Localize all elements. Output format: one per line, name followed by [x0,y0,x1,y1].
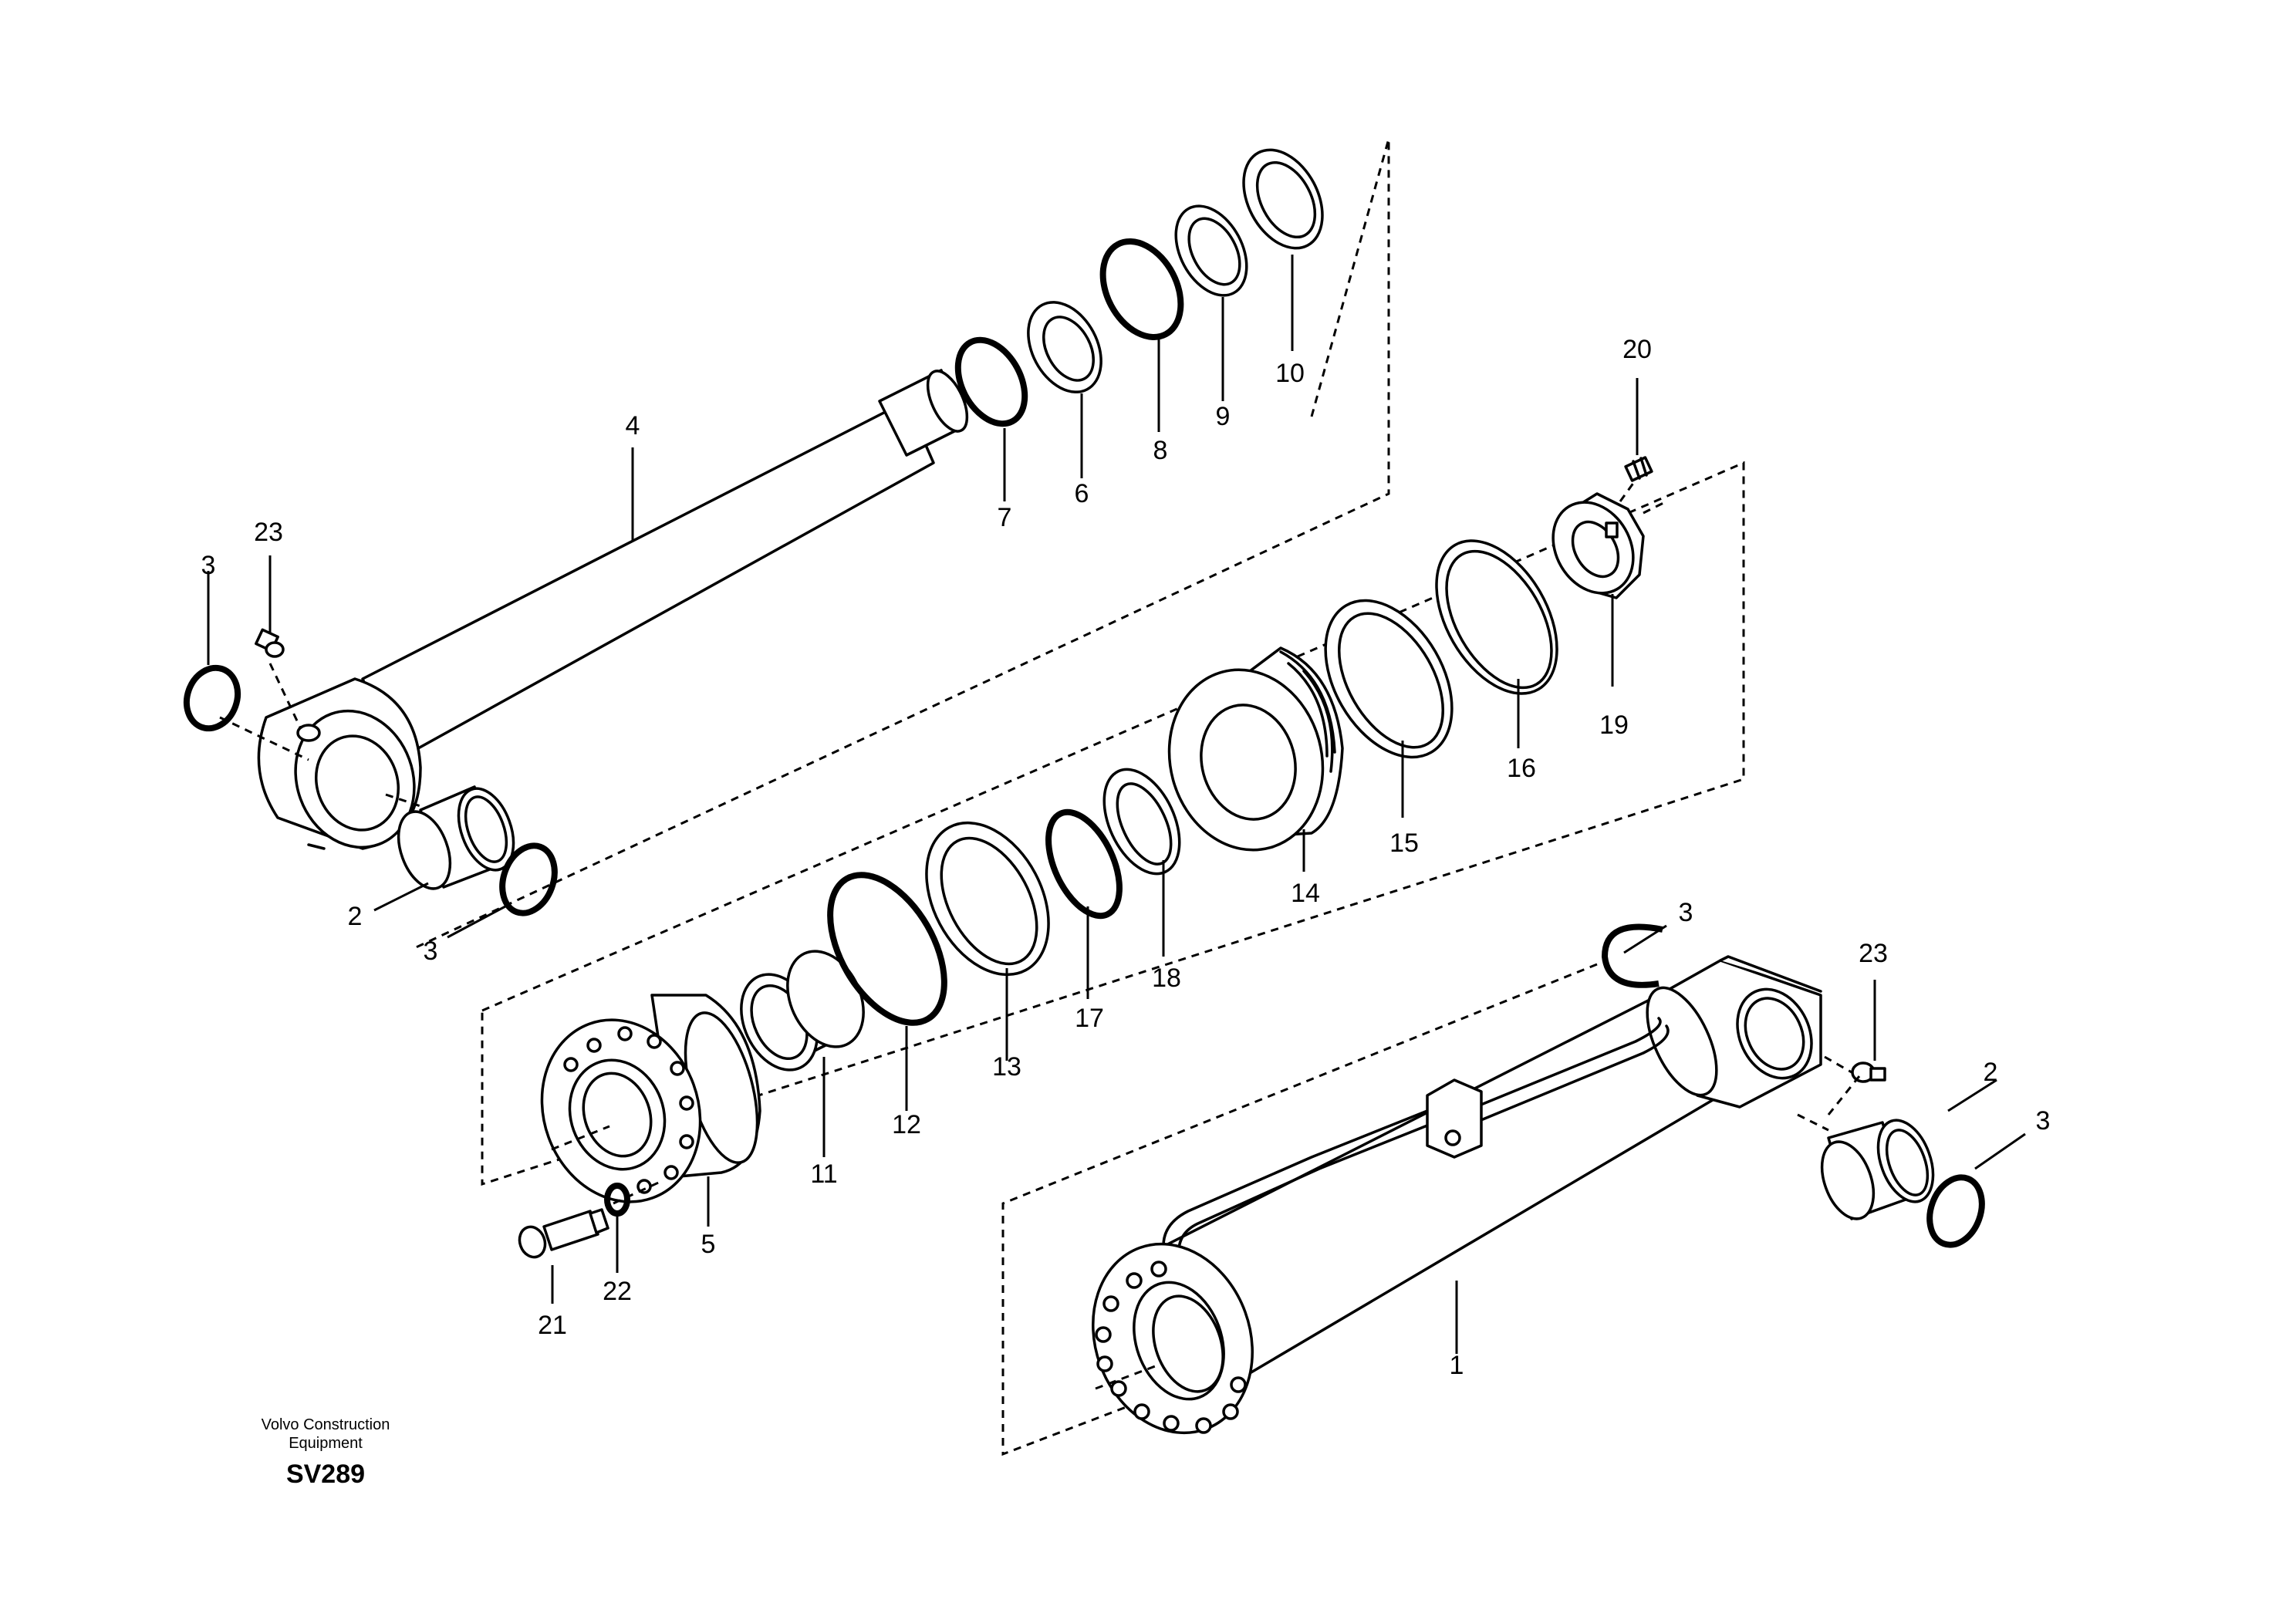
o-ring-12 [827,872,947,1026]
bolt-21 [518,1208,609,1259]
callout-21: 21 [538,1311,567,1340]
callout-19: 19 [1599,710,1629,740]
o-ring-3-rod-left [183,664,241,732]
callout-22: 22 [603,1277,632,1306]
caption-company-line2: Equipment [289,1435,363,1452]
cylinder-head-5 [540,994,761,1203]
callout-15: 15 [1389,829,1419,858]
callout-3-rod-right: 3 [424,937,438,966]
seal-ring-6 [1027,301,1102,393]
set-screw-20 [1624,456,1653,482]
piston-rod [257,369,969,850]
callout-13: 13 [992,1052,1021,1082]
seal-ring-9 [1174,204,1248,297]
o-ring-3-barrel-right [1926,1174,1985,1248]
piston-head-assembly-dashed-box [481,461,1745,1186]
seal-18 [1102,768,1181,876]
callout-8: 8 [1153,436,1168,465]
callout-2-barrel: 2 [1984,1058,1998,1087]
grease-nipple-axis-barrel [1824,1055,1852,1074]
wear-ring-16 [1435,539,1558,695]
grease-nipple-axis-rod [268,663,302,730]
callout-3-barrel-right: 3 [2036,1106,2051,1136]
head-bolt-axis-lower [613,1179,664,1205]
rod-assembly-dashed-box [412,138,1390,950]
callout-20: 20 [1622,335,1652,364]
callout-9: 9 [1216,402,1231,431]
seal-ring-8 [1099,238,1184,340]
seal-ring-10 [1242,148,1324,250]
callout-16: 16 [1507,754,1536,783]
callout-4: 4 [626,411,640,440]
callout-23-barrel: 23 [1859,939,1888,968]
head-bolt-axis [551,1125,610,1151]
cylinder-barrel-1 [1092,955,1822,1435]
drawing-code: SV289 [286,1460,365,1489]
lock-nut-19 [1551,492,1645,599]
piston-14 [1167,646,1344,852]
callout-2-rod: 2 [348,902,363,931]
washer-22 [604,1183,630,1217]
callout-11: 11 [810,1159,837,1189]
bushing-2-barrel [1820,1119,1935,1220]
wear-ring-15 [1324,599,1454,759]
leader-lines [207,255,2026,1354]
callout-12: 12 [892,1110,921,1139]
bushing-axis-barrel [1827,1075,1861,1115]
caption-company-line1: Volvo Construction [262,1416,390,1433]
bushing-axis-barrel-lower [1797,1113,1829,1132]
bushing-2-rod [397,785,515,890]
callout-3-rod-left: 3 [201,551,216,580]
callout-6: 6 [1075,479,1089,508]
barrel-axis [1095,1364,1158,1390]
seal-ring-7 [954,336,1028,427]
callout-3-barrel-top: 3 [1679,898,1693,927]
nut-axis [1643,500,1667,515]
callout-14: 14 [1291,879,1320,908]
o-ring-3-rod-right [499,842,558,916]
callout-7: 7 [998,503,1012,532]
callout-17: 17 [1075,1004,1104,1033]
callout-5: 5 [701,1230,716,1259]
o-ring-3-barrel-top [1601,923,1663,988]
barrel-assembly-dashed-box [1001,963,1598,1456]
callout-10: 10 [1275,359,1305,388]
callout-1: 1 [1450,1351,1464,1380]
back-up-ring-13 [925,821,1050,977]
o-ring-17 [1045,808,1123,920]
set-screw-axis [1619,481,1636,502]
callout-18: 18 [1152,964,1181,993]
rod-eye-axis [219,716,309,761]
spacer-11 [740,950,865,1072]
callout-23-rod: 23 [254,518,283,547]
grease-nipple-23-rod [255,628,285,658]
